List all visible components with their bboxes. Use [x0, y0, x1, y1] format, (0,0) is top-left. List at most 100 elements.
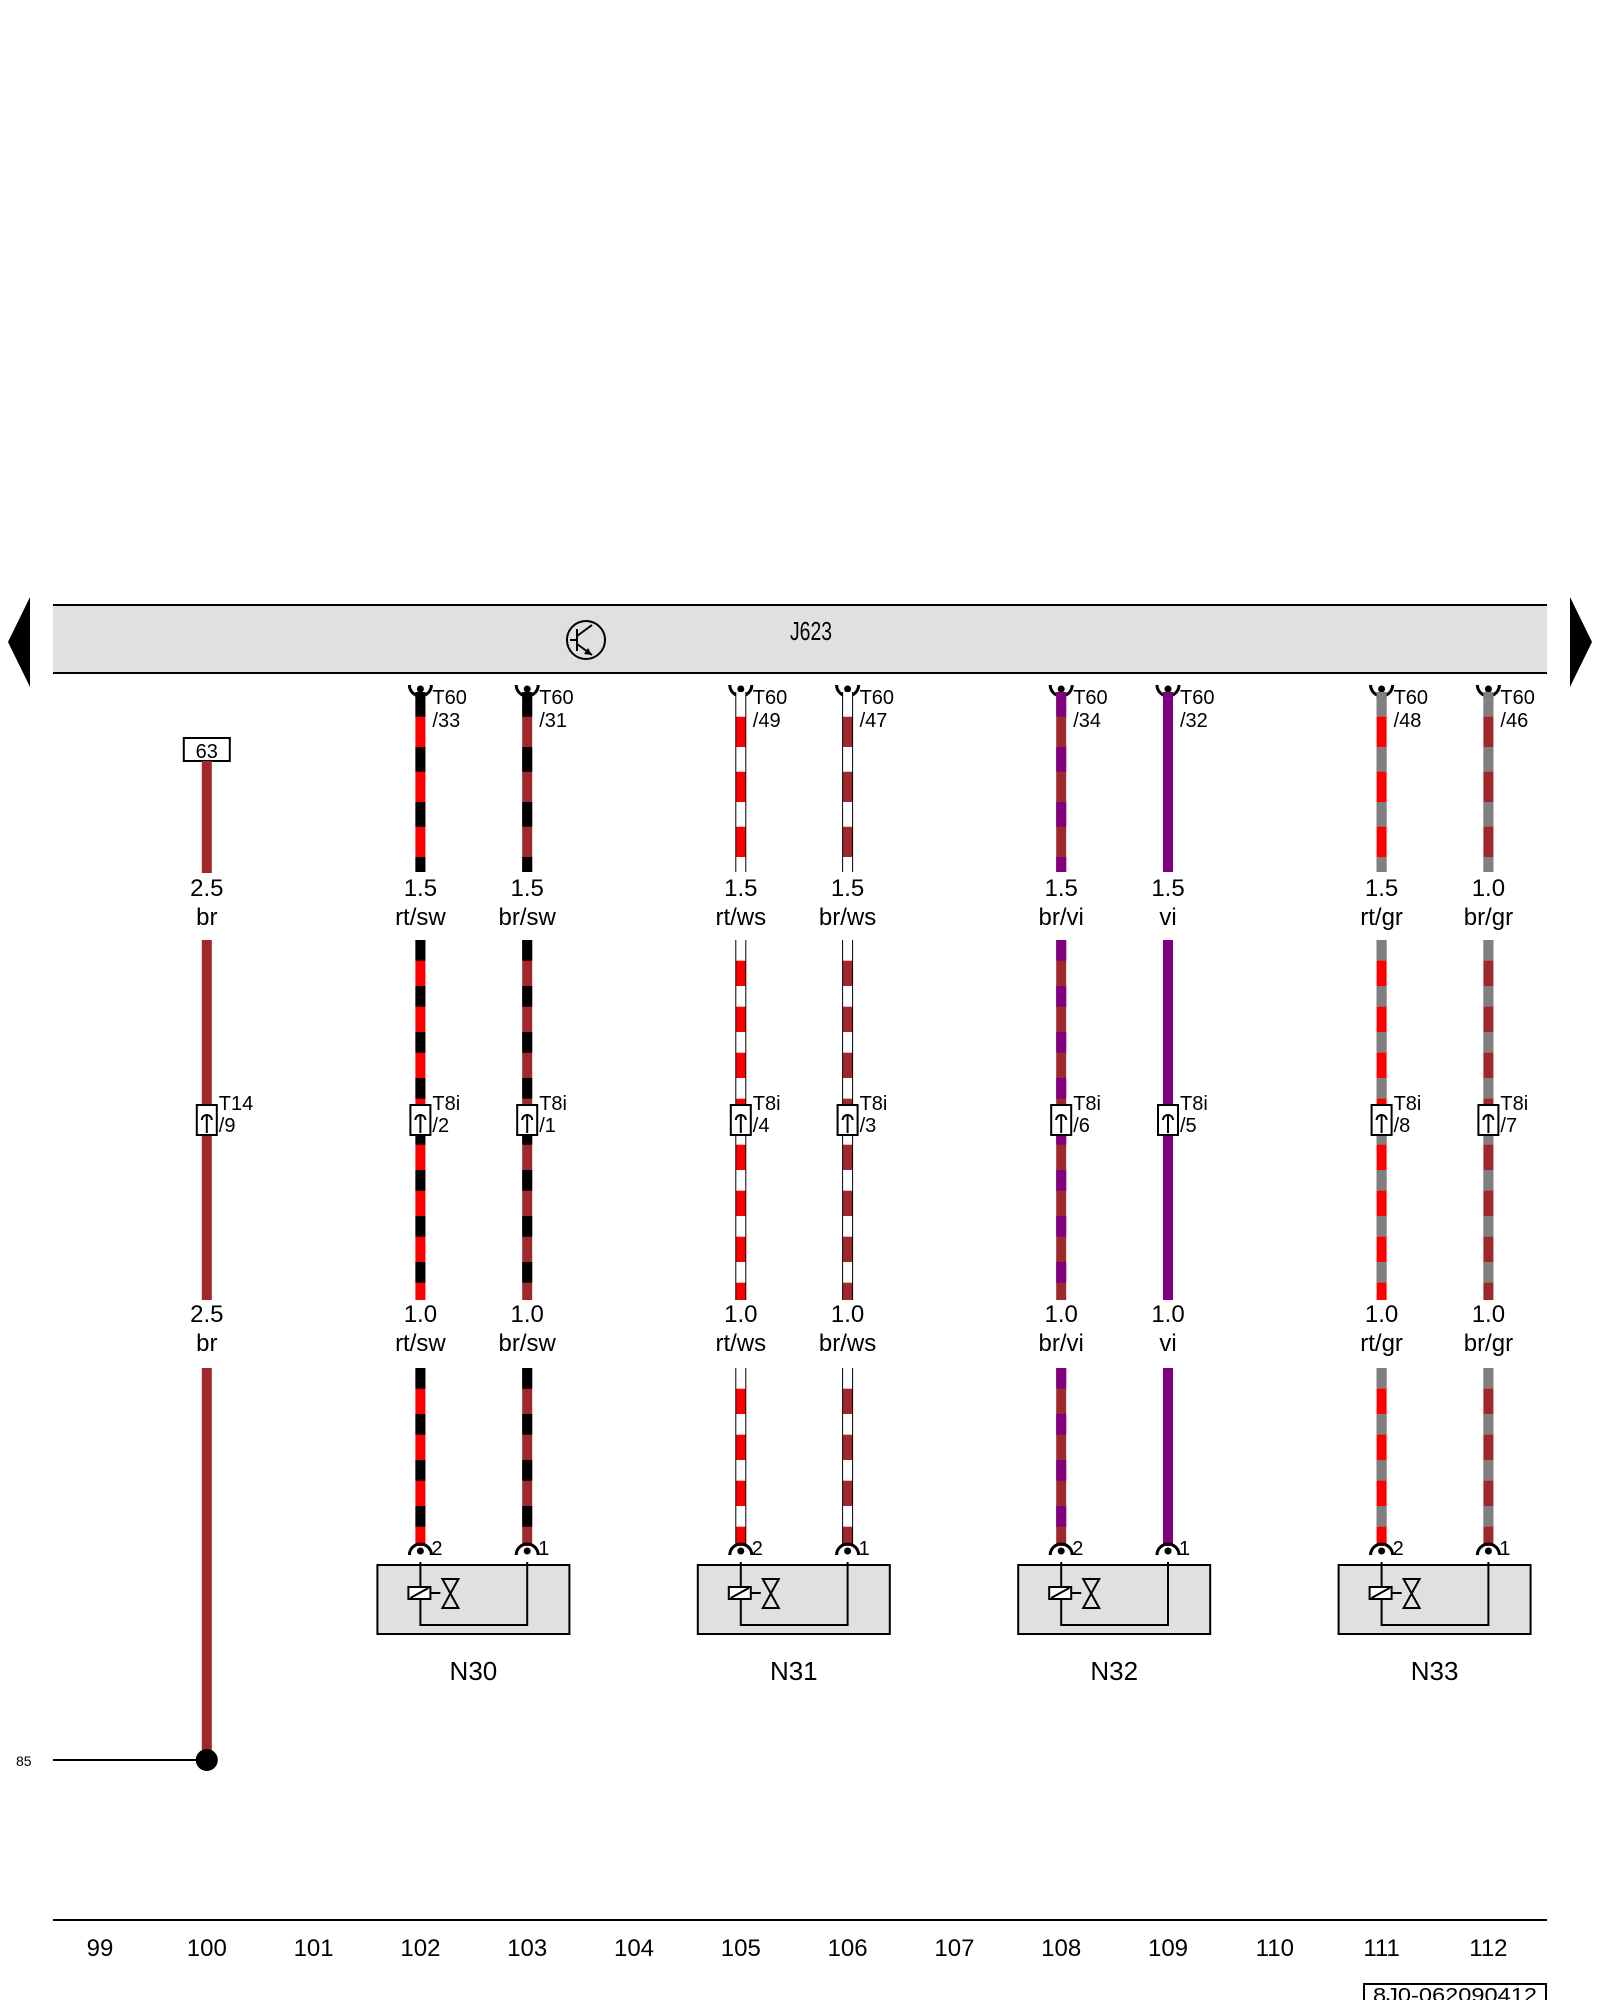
wire-stripe	[522, 1506, 533, 1527]
connector-socket-icon-dot	[416, 685, 424, 693]
connector-plug-icon	[728, 1542, 754, 1556]
component-box	[1017, 1564, 1212, 1635]
column-number: 102	[400, 1935, 440, 1962]
column-number: 99	[87, 1935, 114, 1962]
wire-color-label: rt/ws	[715, 904, 766, 931]
wire-stripe	[735, 1414, 746, 1435]
wire-stripe	[522, 857, 533, 872]
wire-stripe	[1483, 802, 1494, 827]
wire-stripe	[1483, 1170, 1494, 1191]
column-number: 104	[614, 1935, 654, 1962]
wire-stripe	[842, 1262, 853, 1283]
component-n33[interactable]: N33	[1337, 1562, 1532, 1686]
wire-stripe	[415, 747, 426, 772]
wire-stripe	[842, 1216, 853, 1237]
inline-connector-pin: /2	[432, 1115, 449, 1137]
wire-stripe	[1376, 1216, 1387, 1237]
wire-stripe	[1376, 986, 1387, 1007]
next-page-arrow-icon[interactable]	[1570, 597, 1592, 687]
connector-plug-icon-dot	[844, 1547, 852, 1555]
inline-connector-name: T14	[219, 1093, 253, 1115]
solenoid-coil-slash	[1050, 1587, 1070, 1599]
wire-stripe	[522, 940, 533, 961]
wire-stripe	[1376, 1506, 1387, 1527]
wire-color-label: vi	[1159, 1330, 1176, 1357]
component-n30[interactable]: N30	[376, 1562, 571, 1686]
connector-plug-icon-dot	[1484, 1547, 1492, 1555]
wire-stripe	[1483, 1216, 1494, 1237]
wire-stripe	[1483, 986, 1494, 1007]
wire-stripe	[1483, 1506, 1494, 1527]
wire-stripe	[1376, 802, 1387, 827]
wire-stripe	[735, 1216, 746, 1237]
connector-pin-arc	[414, 1114, 427, 1121]
connector-socket-icon-dot	[1164, 685, 1172, 693]
wire-size-label: 1.0	[1045, 1301, 1078, 1328]
wire-size-label: 1.0	[1365, 1301, 1398, 1328]
wire-stripe	[1056, 1170, 1067, 1191]
previous-page-arrow-icon[interactable]	[8, 597, 30, 687]
wire-size-label: 2.5	[190, 875, 223, 902]
wire-segment	[1056, 692, 1067, 872]
inline-connector-name: T8i	[1073, 1093, 1101, 1115]
wire-size-label: 1.5	[404, 875, 437, 902]
valve-icon	[1401, 1578, 1422, 1609]
connector-plug-icon	[835, 1542, 861, 1556]
wire-stripe	[1376, 1368, 1387, 1389]
wire-stripe	[1056, 857, 1067, 872]
wire-stripe	[415, 1170, 426, 1191]
component-pin-number: 1	[1179, 1538, 1190, 1560]
control-unit-connector-pin: /34	[1073, 710, 1101, 732]
wire-stripe	[735, 1262, 746, 1283]
connector-plug-icon-dot	[1164, 1547, 1172, 1555]
wire-color-label: rt/gr	[1360, 904, 1403, 931]
wire-stripe	[735, 1368, 746, 1389]
wire-stripe	[842, 1414, 853, 1435]
wire-stripe	[1056, 1262, 1067, 1283]
wire-stripe	[1483, 747, 1494, 772]
wire-segment	[415, 692, 426, 872]
wire-color-label: br/vi	[1039, 904, 1084, 931]
wire-color-label: br/sw	[499, 904, 557, 931]
wire-stripe	[1483, 1032, 1494, 1053]
wire-stripe	[522, 1216, 533, 1237]
connector-pin-arc	[1375, 1114, 1388, 1121]
wire-stripe	[735, 1460, 746, 1481]
wire-stripe	[1483, 1414, 1494, 1435]
component-label: N30	[450, 1656, 498, 1686]
control-unit-j623[interactable]: J623	[53, 604, 1547, 674]
component-n32[interactable]: N32	[1017, 1562, 1212, 1686]
wire-stripe	[522, 692, 533, 717]
wire-segment	[415, 1368, 426, 1546]
solenoid-coil-slash	[730, 1587, 750, 1599]
wire-stripe	[1376, 1078, 1387, 1099]
wire-stripe	[842, 857, 853, 872]
connector-plug-icon	[1475, 1542, 1501, 1556]
wire-stripe	[522, 1460, 533, 1481]
wire-stripe	[1483, 857, 1494, 872]
connector-plug-icon-dot	[416, 1547, 424, 1555]
inline-connector-name: T8i	[1500, 1093, 1528, 1115]
wire-stripe	[735, 802, 746, 827]
wire-stripe	[1056, 1506, 1067, 1527]
column-number: 112	[1469, 1935, 1507, 1962]
inline-connector-pin: /4	[753, 1115, 770, 1137]
inline-connector-name: T8i	[1180, 1093, 1208, 1115]
control-unit-connector-pin: /49	[753, 710, 781, 732]
wire-stripe	[1376, 1170, 1387, 1191]
column-number: 107	[934, 1935, 974, 1962]
wire-stripe	[1056, 692, 1067, 717]
wire-segment	[1056, 1368, 1067, 1546]
component-box	[376, 1564, 571, 1635]
component-n31[interactable]: N31	[696, 1562, 891, 1686]
